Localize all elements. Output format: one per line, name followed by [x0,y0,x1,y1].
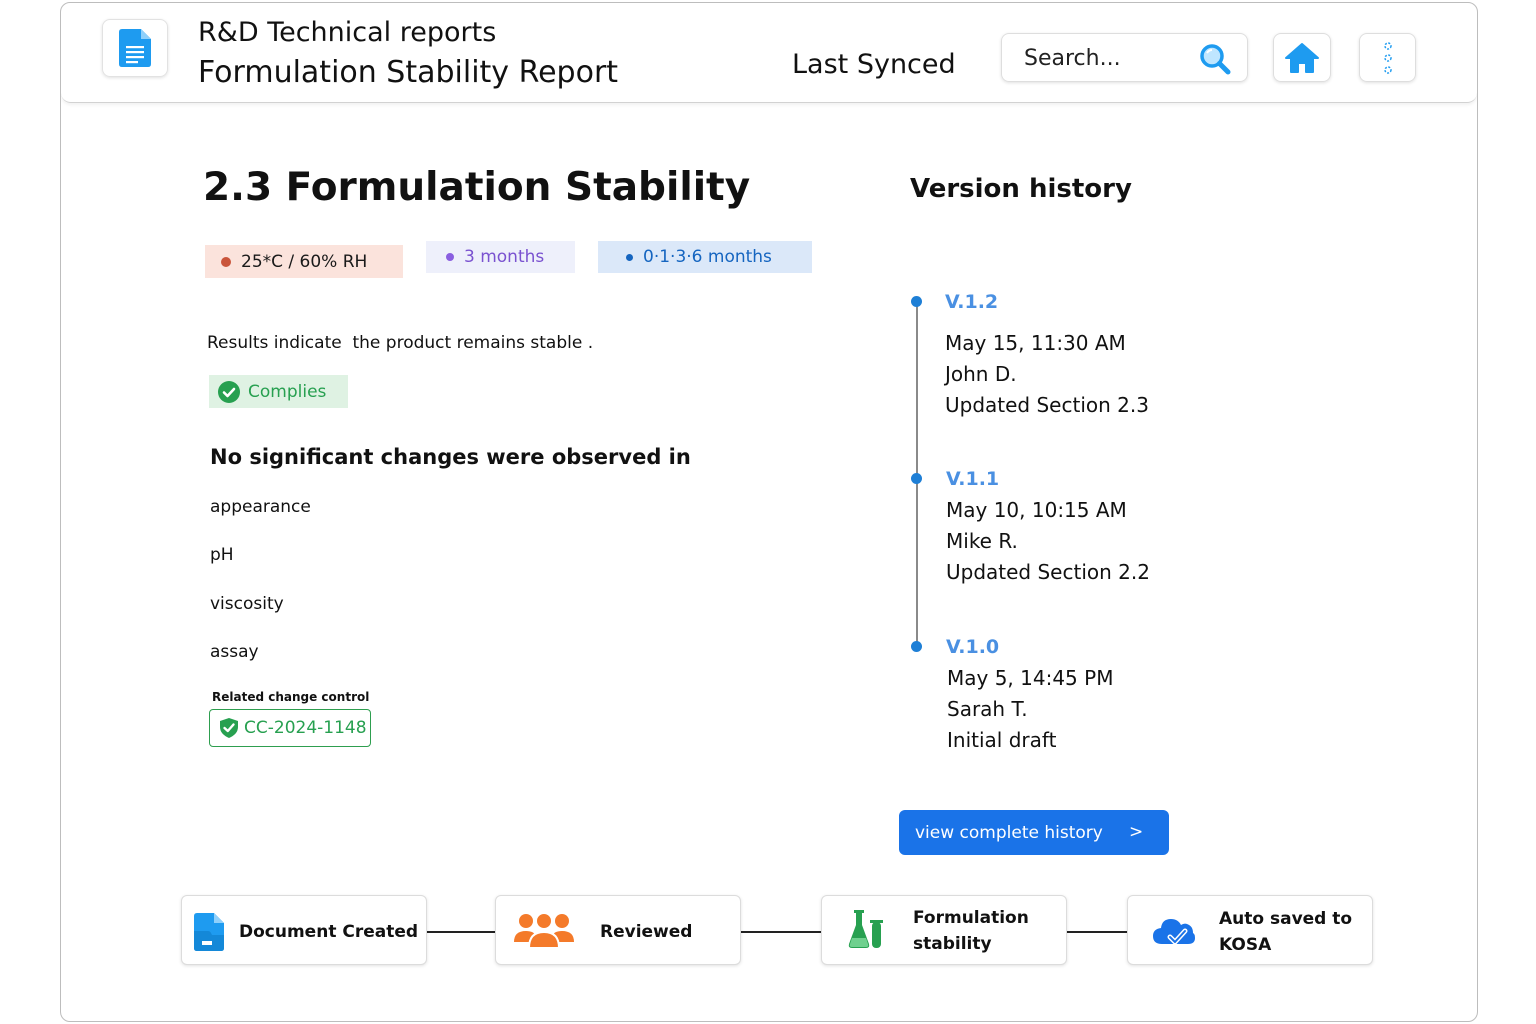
chip-dot [446,253,454,261]
last-synced-status: Last Synced [792,49,956,80]
observation-item: viscosity [210,594,284,614]
version-label[interactable]: V.1.2 [945,291,999,313]
step-label: Reviewed [600,922,693,942]
version-history-title: Version history [910,174,1132,204]
version-note: Updated Section 2.3 [945,393,1149,417]
flask-icon [848,910,883,948]
version-label[interactable]: V.1.1 [946,468,1000,490]
step-label: Auto saved to KOSA [1219,906,1352,958]
version-date: May 10, 10:15 AM [946,498,1127,522]
search-box[interactable] [1001,33,1248,82]
document-icon [194,913,224,951]
workflow-step-document-created[interactable]: Document Created [181,895,427,965]
observations-heading: No significant changes were observed in [210,445,691,469]
condition-chip: 25*C / 60% RH [205,245,403,278]
change-control-id: CC-2024-1148 [244,718,367,738]
version-label[interactable]: V.1.0 [946,636,1000,658]
search-input[interactable] [1024,44,1194,72]
step-label: Document Created [239,922,419,942]
timeline-dot [911,296,922,307]
workflow-step-reviewed[interactable]: Reviewed [495,895,741,965]
timepoints-chip: 0·1·3·6 months [598,241,812,273]
workflow-connector [741,931,821,933]
section-title: 2.3 Formulation Stability [203,165,751,210]
version-date: May 15, 11:30 AM [945,331,1126,355]
chip-label: 25*C / 60% RH [241,251,368,272]
duration-chip: 3 months [426,241,575,273]
document-logo[interactable] [102,19,168,77]
step-label-line: KOSA [1219,935,1272,955]
workflow-step-auto-saved[interactable]: Auto saved to KOSA [1127,895,1373,965]
observation-item: appearance [210,497,311,517]
vertical-dots-icon [1383,41,1392,74]
workflow-step-formulation-stability[interactable]: Formulation stability [821,895,1067,965]
version-note: Initial draft [947,728,1057,752]
step-label-line: Auto saved to [1219,909,1353,929]
home-icon [1285,42,1319,73]
document-icon [119,29,151,67]
version-author: Sarah T. [947,697,1028,721]
report-title: Formulation Stability Report [198,55,619,90]
app-window: R&D Technical reports Formulation Stabil… [60,2,1478,1022]
view-complete-history-button[interactable]: view complete history > [899,810,1169,855]
complies-label: Complies [248,381,327,402]
chip-label: 0·1·3·6 months [643,247,772,267]
check-circle-icon [218,380,240,403]
chevron-right-icon: > [1129,822,1144,842]
workflow-connector [1067,931,1127,933]
chip-dot [626,253,633,261]
step-label-line: stability [913,934,992,954]
complies-badge: Complies [209,375,348,408]
change-control-link[interactable]: CC-2024-1148 [209,709,371,747]
version-author: John D. [945,362,1017,386]
shield-check-icon [220,718,238,738]
results-summary: Results indicate the product remains sta… [207,333,594,353]
search-icon[interactable] [1198,42,1232,76]
more-options-button[interactable] [1359,33,1416,82]
version-note: Updated Section 2.2 [946,560,1150,584]
step-label-line: Formulation [913,908,1029,928]
step-label: Formulation stability [913,905,1029,957]
observation-item: assay [210,642,259,662]
workflow-connector [427,931,495,933]
home-button[interactable] [1273,33,1331,82]
chip-dot [221,256,231,267]
header-bar: R&D Technical reports Formulation Stabil… [61,3,1477,103]
timeline-dot [911,641,922,652]
history-button-label: view complete history [915,822,1103,843]
timeline-dot [911,473,922,484]
cloud-check-icon [1153,919,1195,945]
version-date: May 5, 14:45 PM [947,666,1114,690]
change-control-label: Related change control [212,690,370,704]
chip-label: 3 months [464,247,545,267]
team-icon [514,912,574,948]
observation-item: pH [210,545,234,565]
report-category: R&D Technical reports [198,17,497,48]
version-author: Mike R. [946,529,1018,553]
